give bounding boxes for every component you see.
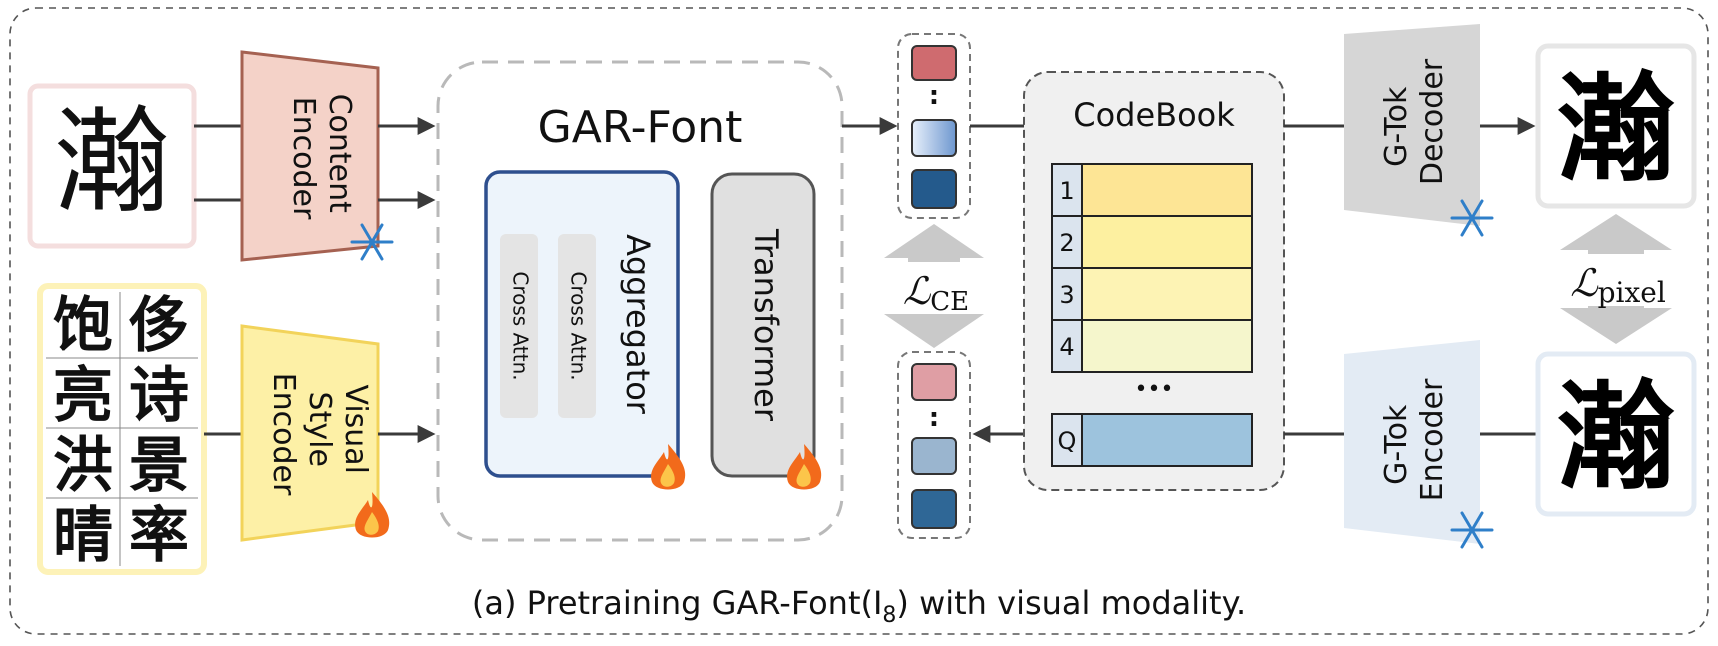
style-encoder-label: Style [302,392,337,467]
flame-icon [651,444,686,490]
codebook-title: CodeBook [1073,96,1235,134]
pixel-loss-arrow: ℒpixel [1550,214,1686,344]
outer-frame [9,7,1709,635]
style-glyph: 侈 [129,291,189,361]
predicted-token [911,169,957,209]
token-ellipsis: : [929,403,939,433]
style-glyph: 诗 [129,361,189,431]
predicted-token-sequence: : [897,33,971,219]
style-encoder-label: Visual [338,384,373,474]
target-token [911,489,957,529]
gar-font-module: GAR-Font [436,60,844,542]
svg-text:G-Tok Decoder: G-Tok Decoder [1379,58,1450,185]
style-glyph: 洪 [53,431,113,501]
codebook-row: 3 [1051,267,1253,321]
pixel-loss-label: ℒpixel [1570,261,1666,309]
flame-icon [787,444,822,490]
gar-font-title: GAR-Font [538,102,743,153]
cross-attn-label: Cross Attn. [509,271,533,380]
target-token [911,437,957,475]
snowflake-icon [1450,199,1494,237]
target-glyph: 瀚 [1557,368,1675,506]
content-glyph: 瀚 [54,95,170,230]
content-encoder-label: Content [322,94,357,214]
decoded-glyph: 瀚 [1557,60,1675,198]
cross-attn-block [558,234,596,418]
ce-loss-label: ℒCE [903,269,969,317]
codebook-index: 4 [1059,333,1074,361]
predicted-token [911,45,957,81]
gtok-encoder-label: G-Tok [1379,404,1414,485]
codebook-row: 4 [1051,319,1253,373]
gtok-decoder: G-Tok Decoder [1344,24,1480,226]
token-ellipsis: : [929,81,939,111]
transformer-block: Transformer [710,172,816,478]
codebook-index: 3 [1059,281,1074,309]
target-glyph-input: 瀚 [1535,351,1697,517]
gtok-encoder: G-Tok Encoder [1344,340,1480,544]
style-reference-grid: 饱 侈 亮 诗 洪 景 晴 率 [37,283,207,575]
figure-caption: (a) Pretraining GAR-Font(I8) with visual… [472,584,1246,628]
predicted-token [911,119,957,157]
codebook-entry [1081,267,1253,321]
style-glyph: 晴 [53,501,113,571]
codebook-entry [1081,319,1253,373]
codebook-ellipsis: ••• [1135,377,1174,402]
ce-loss-arrow: ℒCE [884,224,984,348]
codebook-query-label: Q [1058,427,1077,455]
decoded-glyph-output: 瀚 [1535,43,1697,209]
gtok-decoder-label: G-Tok [1379,86,1414,167]
content-encoder-label: Encoder [286,97,321,220]
snowflake-icon [1450,511,1494,549]
style-glyph: 率 [129,501,189,571]
target-token [911,363,957,401]
svg-text:Content Encoder: Content Encoder [286,94,357,223]
codebook-module: CodeBook 1 2 3 4 ••• Q [1023,71,1285,491]
style-glyph: 景 [129,431,189,501]
aggregator-label: Aggregator [619,234,657,415]
visual-style-encoder: Visual Style Encoder [240,324,380,542]
flame-icon [355,492,390,538]
codebook-index: 1 [1059,177,1074,205]
codebook-row: 1 [1051,163,1253,217]
gtok-encoder-label: Encoder [1415,378,1450,501]
cross-attn-block [500,234,538,418]
codebook-entry [1081,163,1253,217]
codebook-entry [1081,215,1253,269]
svg-text:G-Tok Encoder: G-Tok Encoder [1379,378,1450,501]
target-token-sequence: : [897,351,971,539]
codebook-index: 2 [1059,229,1074,257]
snowflake-icon [350,223,394,261]
style-glyph: 饱 [53,291,113,361]
svg-text:Visual Style Encod: Visual Style Encoder [266,373,373,496]
content-glyph-input: 瀚 [27,83,197,249]
style-glyph: 亮 [53,361,113,431]
gtok-decoder-label: Decoder [1415,58,1450,185]
transformer-label: Transformer [747,228,785,422]
aggregator-block: Cross Attn. Cross Attn. Aggregator [484,170,680,478]
content-encoder: Content Encoder [240,50,380,262]
cross-attn-label: Cross Attn. [567,271,591,380]
codebook-row: 2 [1051,215,1253,269]
codebook-query-row: Q [1051,413,1253,467]
style-encoder-label: Encoder [266,373,301,496]
